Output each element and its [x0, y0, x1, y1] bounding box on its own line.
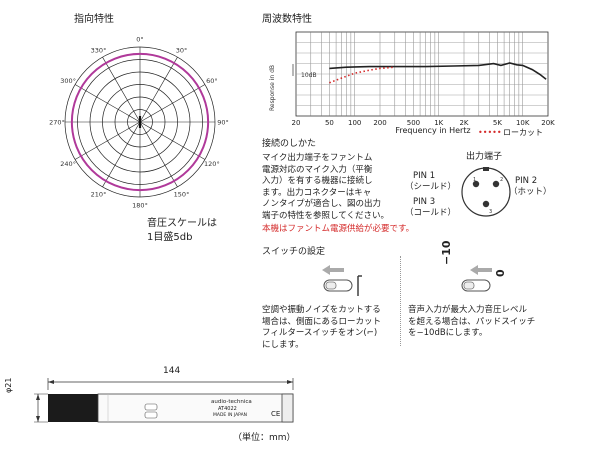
pad-switch-text: 音声入力が最大入力音圧レベル を超える場合は、パッドスイッチ を−10dBにしま…: [408, 305, 536, 338]
freq-tick-label: 200: [373, 119, 386, 127]
lowcut-legend-marker: •••••: [478, 128, 502, 137]
polar-angle-labels: 0° 30° 60° 90° 120° 150° 180° 210° 240° 270° 300° 3…: [49, 36, 229, 210]
freq-y-label: Response in dB: [269, 65, 276, 111]
polar-scale-note-2: 1目盛5db: [147, 232, 193, 243]
pin2-label: PIN 2: [515, 176, 538, 186]
polar-grid: [64, 46, 216, 198]
freq-lowcut-curve: [329, 66, 395, 84]
polar-spoke: [102, 121, 141, 188]
polar-pattern-chart: 0° 30° 60° 90° 120° 150° 180° 210° 240° 270° 300° 3…: [49, 36, 229, 210]
freq-grid: [292, 31, 549, 117]
svg-text:1: 1: [473, 177, 476, 183]
connection-title: 接続のしかた: [262, 139, 317, 149]
polar-angle-label: 330°: [91, 47, 107, 55]
polar-spoke: [102, 56, 141, 123]
pad-label-minus10: −10: [440, 240, 453, 265]
freq-tick-label: 500: [407, 119, 420, 127]
freq-tick-label: 1K: [434, 119, 443, 127]
polar-spoke: [139, 84, 206, 123]
lowcut-switch-text: 空調や振動ノイズをカットする 場合は、側面にあるローカット フィルタースイッチを…: [262, 305, 382, 350]
switch-title: スイッチの設定: [262, 247, 326, 257]
phantom-power-warning: 本機はファントム電源供給が必要です。: [262, 224, 415, 234]
freq-x-title: Frequency in Hertz: [395, 126, 470, 135]
freq-tick-label: 2K: [459, 119, 468, 127]
made-in-label: MADE IN JAPAN: [213, 413, 248, 418]
pin3-label: PIN 3: [413, 197, 436, 207]
polar-spoke: [74, 121, 141, 160]
freq-tick-label: 50: [325, 119, 334, 127]
dimension-length: 144: [163, 366, 181, 376]
frequency-title: 周波数特性: [262, 14, 312, 25]
brand-logo-text: audio-technica: [211, 399, 252, 405]
pin1-label: PIN 1: [413, 171, 436, 181]
polar-angle-label: 300°: [60, 77, 76, 85]
polar-angle-label: 240°: [60, 160, 76, 168]
dimension-diameter: φ21: [4, 377, 13, 393]
polar-angle-label: 0°: [136, 36, 143, 44]
freq-tick-labels: 20 50 100 200 500 1K 2K 5K 10K 20K: [292, 119, 556, 127]
freq-tick-label: 5K: [493, 119, 502, 127]
freq-tick-label: 20K: [541, 119, 555, 127]
polar-spoke: [74, 84, 141, 123]
freq-tick-label: 100: [348, 119, 361, 127]
connection-text: マイク出力端子をファントム 電源対応のマイク入力（平衡 入力）を有する機器に接続…: [262, 153, 389, 221]
freq-response-curve: [329, 62, 547, 80]
polar-angle-label: 120°: [204, 160, 220, 168]
dimension-unit: （単位：mm）: [233, 433, 296, 443]
microphone-dimension-drawing: [34, 378, 294, 423]
svg-text:2: 2: [500, 177, 503, 183]
lowcut-switch-icon: [322, 265, 362, 296]
pin1-name: （シールド）: [405, 182, 457, 192]
polar-angle-label: 150°: [174, 190, 190, 198]
polar-angle-label: 60°: [206, 77, 218, 85]
ce-mark: CE: [271, 410, 281, 418]
freq-curves: [329, 62, 547, 84]
svg-text:3: 3: [489, 209, 492, 215]
polar-spoke: [139, 56, 178, 123]
polar-spoke: [139, 121, 206, 160]
polar-angle-label: 30°: [176, 47, 188, 55]
polar-scale-note-1: 音圧スケールは: [147, 218, 217, 229]
polar-spoke: [139, 121, 178, 188]
lowcut-legend-label: ローカット: [503, 128, 543, 137]
pin2-name: （ホット）: [509, 187, 552, 197]
freq-tick-label: 20: [292, 119, 301, 127]
model-name: AT4022: [218, 406, 237, 412]
polar-pattern-curve: [70, 52, 210, 192]
frequency-response-chart: Response in dB 20 50 100 200 500 1K 2K 5K 10K 20K…: [269, 31, 556, 135]
polar-angle-label: 270°: [49, 119, 65, 127]
freq-db-label: 10dB: [301, 72, 317, 79]
freq-tick-label: 10K: [516, 119, 530, 127]
polar-title: 指向特性: [74, 14, 114, 25]
polar-angle-label: 180°: [132, 202, 148, 210]
output-terminal-title: 出力端子: [466, 152, 503, 162]
polar-angle-label: 210°: [91, 190, 107, 198]
pad-switch-icon: [461, 265, 492, 292]
polar-angle-label: 90°: [217, 119, 229, 127]
xlr-connector-icon: 1 2 3: [461, 167, 511, 217]
switch-divider: [400, 256, 402, 346]
pin3-name: （コールド）: [405, 208, 457, 218]
pad-label-zero: 0: [494, 269, 507, 277]
